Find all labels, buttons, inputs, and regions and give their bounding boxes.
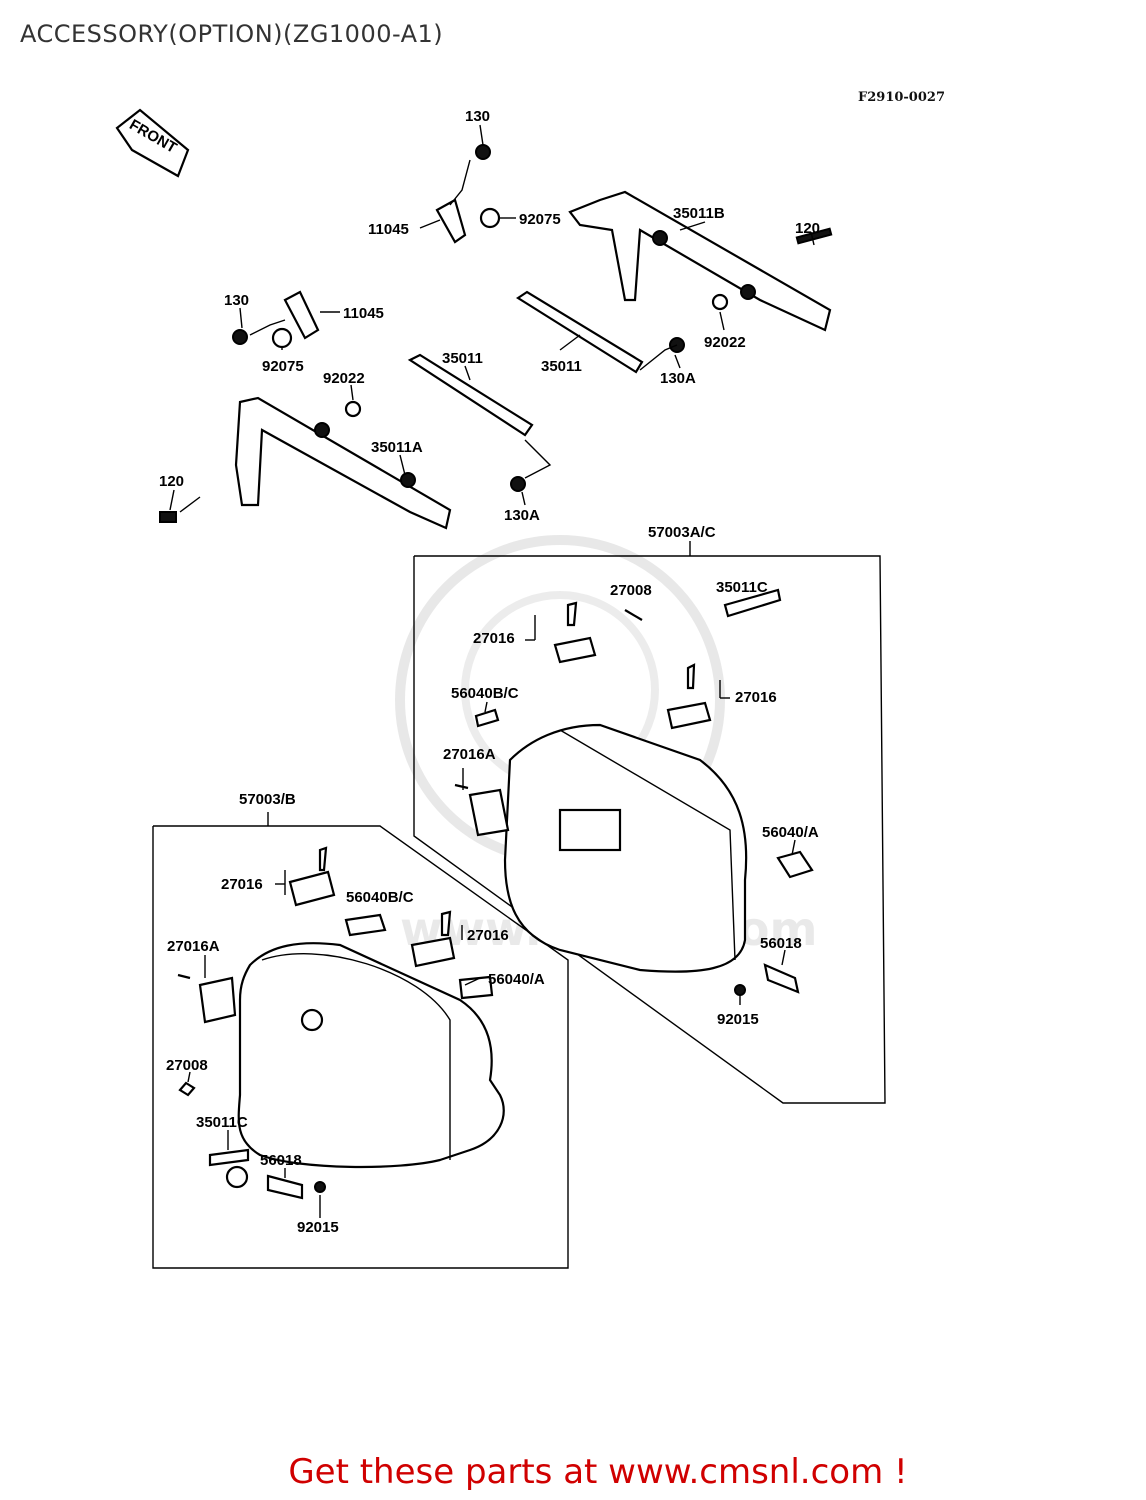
- hardware-parts: [159, 144, 833, 523]
- callout-130-top: 130: [465, 108, 490, 125]
- bracket-35011B: [568, 190, 832, 332]
- callout-57003AC: 57003A/C: [648, 524, 716, 541]
- callout-35011C-right: 35011C: [716, 579, 768, 596]
- callout-130A-right: 130A: [660, 370, 696, 387]
- footer-shop-link[interactable]: Get these parts at www.cmsnl.com !: [288, 1452, 908, 1492]
- callout-130-left: 130: [224, 292, 249, 309]
- callout-57003B: 57003/B: [239, 791, 296, 808]
- callout-27016A-right: 27016A: [443, 746, 496, 763]
- callout-27016A-left: 27016A: [167, 938, 220, 955]
- callout-35011-mid: 35011: [442, 350, 483, 367]
- callout-56040BC-right: 56040B/C: [451, 685, 519, 702]
- callout-35011-right: 35011: [541, 358, 582, 375]
- callout-35011C-left: 35011C: [196, 1114, 248, 1131]
- bracket-35011A: [234, 396, 452, 530]
- stay-35011-right: [515, 290, 644, 374]
- callout-27016-right-1: 27016: [473, 630, 515, 647]
- callout-92022-right: 92022: [704, 334, 746, 351]
- callout-56018-right: 56018: [760, 935, 802, 952]
- callout-27008-left: 27008: [166, 1057, 208, 1074]
- callout-92015-left: 92015: [297, 1219, 339, 1236]
- callout-11045-left: 11045: [343, 305, 384, 322]
- stay-35011-mid: [407, 353, 534, 437]
- callout-92075-left: 92075: [262, 358, 304, 375]
- callout-92015-right: 92015: [717, 1011, 759, 1028]
- callout-56040A-right: 56040/A: [762, 824, 819, 841]
- callout-11045-top: 11045: [368, 221, 409, 238]
- callout-56018-left: 56018: [260, 1152, 302, 1169]
- callout-35011A: 35011A: [371, 439, 423, 456]
- callout-92022-left: 92022: [323, 370, 365, 387]
- front-arrow: FRONT: [115, 108, 190, 178]
- left-case-group: [152, 812, 569, 1269]
- callout-120-left: 120: [159, 473, 184, 490]
- callout-27016-right-2: 27016: [735, 689, 777, 706]
- callout-130A-mid: 130A: [504, 507, 540, 524]
- figure-code: F2910-0027: [858, 90, 945, 105]
- callout-35011B: 35011B: [673, 205, 725, 222]
- callout-56040A-left: 56040/A: [488, 971, 545, 988]
- right-case-group: [413, 541, 886, 1104]
- callout-92075-top: 92075: [519, 211, 561, 228]
- leader-lines-top: [169, 124, 815, 513]
- callout-56040BC-left: 56040B/C: [346, 889, 414, 906]
- callout-27008-right: 27008: [610, 582, 652, 599]
- callout-27016-left-2: 27016: [467, 927, 509, 944]
- callout-27016-left-1: 27016: [221, 876, 263, 893]
- callout-120-right: 120: [795, 220, 820, 237]
- page-title: ACCESSORY(OPTION)(ZG1000-A1): [20, 20, 444, 48]
- callout-labels: 130 11045 92075 35011B 120 130 11045 920…: [159, 108, 820, 1236]
